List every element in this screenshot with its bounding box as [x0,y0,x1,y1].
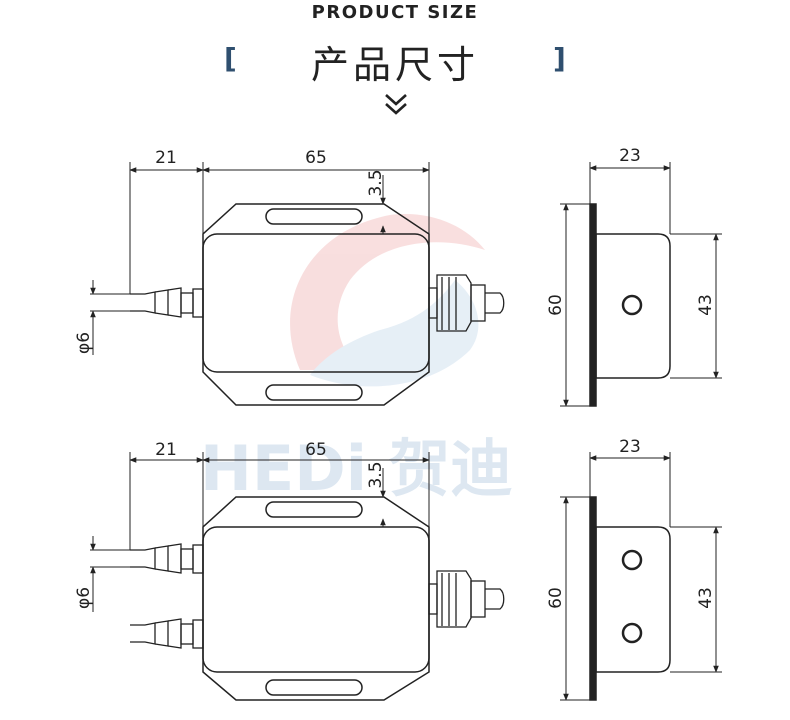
top-side-dim-60: 60 [546,294,566,316]
bottom-front-body [202,526,430,673]
top-side-view [589,203,671,407]
watermark-text: HEDi 贺迪 [200,432,513,505]
watermark-logo [290,214,485,387]
top-side-dimensions [560,162,722,407]
bottom-dim-21: 21 [155,440,177,460]
top-side-hole [621,294,643,316]
bottom-side-view [589,496,671,701]
top-front-slot-top [265,208,363,225]
header: PRODUCT SIZE [ 产品尺寸 ] [0,0,790,130]
bottom-front-view [130,496,505,701]
top-dim-21: 21 [155,148,177,168]
top-side-dim-23: 23 [619,146,641,166]
top-dim-phi6: φ6 [74,332,94,354]
bottom-side-hole-upper [621,549,643,571]
bottom-front-dimensions [90,452,430,612]
bottom-front-slot-bottom [265,679,363,696]
bottom-dim-65: 65 [305,440,327,460]
bottom-side-dim-43: 43 [696,587,716,609]
double-chevron-down-icon [385,94,407,115]
bottom-side-body [595,526,671,673]
top-front-view [130,203,505,406]
bracket-left: [ [224,42,237,75]
bottom-dim-3-5: 3.5 [366,461,386,488]
top-dim-65: 65 [305,148,327,168]
bottom-side-dim-23: 23 [619,437,641,457]
top-front-dimensions [90,162,430,355]
bottom-side-dimensions [560,452,722,701]
top-side-plate [589,203,597,407]
top-side-dim-43: 43 [696,294,716,316]
bottom-front-barb-upper [130,543,204,574]
bottom-side-plate [589,496,597,701]
top-front-slot-bottom [265,384,363,401]
bottom-side-dim-60: 60 [546,587,566,609]
bottom-dim-phi6: φ6 [74,587,94,609]
bottom-front-cable-gland [428,570,505,628]
top-front-barb [130,287,204,318]
top-side-body [595,233,671,379]
bottom-side-hole-lower [621,622,643,644]
bracket-right: ] [553,42,566,75]
bottom-front-barb-lower [130,618,204,649]
top-dim-3-5: 3.5 [366,169,386,196]
top-front-cable-gland [428,274,505,332]
title-cn: 产品尺寸 [310,43,479,87]
title-en: PRODUCT SIZE [311,2,479,23]
bottom-front-slot-top [265,501,363,518]
